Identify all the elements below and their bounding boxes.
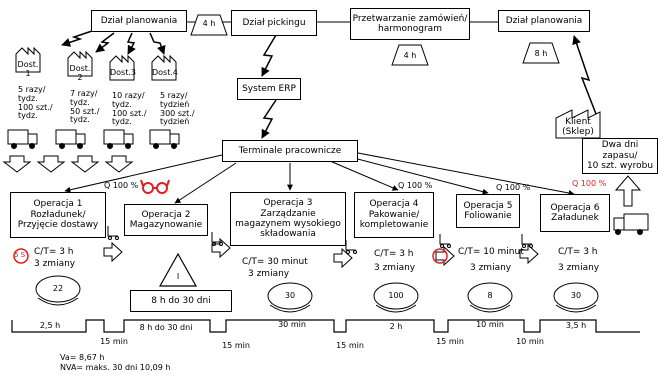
lead-time-badge — [522, 42, 560, 64]
five-s-circle — [13, 248, 29, 264]
cycle-time: C/T= 30 minut — [242, 257, 308, 267]
operation-3-box: Operacja 3 Zarządzanie magazynem wysokie… — [230, 192, 346, 246]
shifts: 3 zmiany — [374, 263, 416, 273]
planning-dept-left: Dział planowania — [91, 10, 187, 32]
shipment-up-arrow — [614, 175, 642, 207]
supplier-name: Dost.4 — [152, 68, 178, 77]
order-processing: Przetwarzanie zamówień/ harmonogram — [350, 8, 470, 40]
inventory-count: 30 — [570, 291, 582, 300]
cycle-time: C/T= 10 minut — [458, 247, 524, 257]
push-arrows-down — [2, 155, 134, 173]
five-s-label: 5 S — [14, 251, 26, 259]
supplier-factory-icons — [15, 46, 601, 139]
truck-icon — [103, 129, 134, 149]
cycle-time: C/T= 3 h — [558, 247, 598, 257]
warehouse-time-box: 8 h do 30 dni — [130, 290, 232, 312]
erp-system: System ERP — [237, 78, 301, 100]
lead-time-processing: 4 h — [403, 51, 417, 60]
truck-icon — [613, 213, 649, 235]
timeline-wait: 15 min — [436, 337, 464, 346]
supplier-frequency: 10 razy/ tydz. 100 szt./ tydz. — [112, 91, 147, 127]
lead-time-badge — [391, 44, 429, 66]
timeline-value: 10 min — [476, 320, 504, 329]
planning-dept-right: Dział planowania — [498, 10, 590, 32]
truck-icon — [149, 129, 180, 149]
glasses-icon — [140, 179, 170, 194]
electronic-info-arrows — [61, 30, 597, 139]
non-value-added-summary: NVA= maks. 30 dni 10,09 h — [60, 363, 171, 372]
truck-icons — [7, 129, 649, 235]
timeline-value: 30 min — [278, 320, 306, 329]
inventory-count: 8 — [487, 291, 493, 300]
timeline-wait: 10 min — [516, 337, 544, 346]
inventory-count: 100 — [388, 291, 404, 300]
timeline — [11, 319, 640, 333]
inventory-count: 30 — [284, 291, 296, 300]
operation-4-box: Operacja 4 Pakowanie/ kompletowanie — [354, 192, 434, 238]
quality-label: Q 100 % — [572, 179, 607, 188]
truck-icon — [7, 129, 38, 149]
inventory-count: 22 — [52, 284, 64, 293]
operation-5-box: Operacja 5 Foliowanie — [456, 194, 520, 228]
operation-2-box: Operacja 2 Magazynowanie — [124, 204, 208, 236]
timeline-wait: 15 min — [100, 337, 128, 346]
quality-label: Q 100 % — [496, 183, 531, 192]
shifts: 3 zmiany — [470, 263, 512, 273]
operation-6-box: Operacja 6 Załadunek — [540, 194, 610, 232]
inventory-marker-label: I — [176, 272, 180, 281]
supplier-name: Dost. 2 — [69, 64, 91, 82]
timeline-value: 3,5 h — [565, 321, 587, 330]
quality-label: Q 100 % — [104, 181, 139, 190]
customer-stock-note: Dwa dni zapasu/ 10 szt. wyrobu — [582, 138, 658, 174]
cycle-time: C/T= 3 h — [374, 249, 414, 259]
kaizen-circle — [432, 248, 448, 264]
worker-terminals: Terminale pracownicze — [222, 140, 358, 162]
inventory-ellipses — [35, 275, 599, 313]
timeline-value: 2 h — [389, 322, 403, 331]
timeline-wait: 15 min — [336, 341, 364, 350]
timeline-value: 2,5 h — [39, 321, 61, 330]
shifts: 3 zmiany — [248, 269, 290, 279]
lead-time-left: 4 h — [202, 19, 216, 28]
shifts: 3 zmiany — [558, 263, 600, 273]
picking-dept: Dział pickingu — [231, 10, 317, 36]
quality-label: Q 100 % — [398, 181, 433, 190]
timeline-value: 8 h do 30 dni — [139, 323, 193, 332]
cycle-time: C/T= 3 h — [34, 247, 74, 257]
operation-1-box: Operacja 1 Rozładunek/ Przyjęcie dostawy — [10, 192, 106, 238]
supplier-frequency: 5 razy/ tydz. 100 szt./ tydz. — [18, 85, 53, 121]
inventory-triangle-icon — [158, 252, 198, 287]
forklift-icons — [107, 226, 533, 254]
truck-icon — [55, 129, 86, 149]
value-added-summary: Va= 8,67 h — [60, 353, 105, 362]
lead-time-right: 8 h — [534, 49, 548, 58]
customer-label: Klient (Sklep) — [562, 117, 594, 137]
supplier-name: Dost.3 — [110, 68, 136, 77]
supplier-frequency: 5 razy/ tydzień 300 szt./ tydzień — [160, 91, 195, 127]
terminal-info-arrows — [64, 152, 575, 204]
shifts: 3 zmiany — [34, 259, 76, 269]
supplier-frequency: 7 razy/ tydz. 50 szt./ tydz. — [70, 89, 100, 125]
supplier-name: Dost. 1 — [17, 60, 39, 78]
timeline-wait: 15 min — [222, 341, 250, 350]
lead-time-badge — [190, 14, 228, 36]
